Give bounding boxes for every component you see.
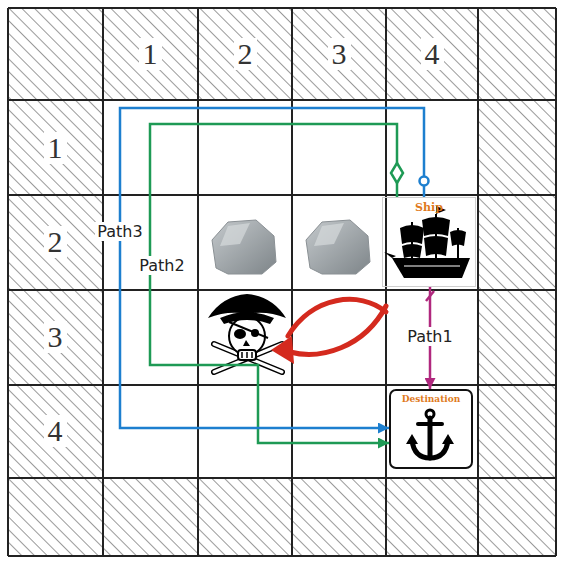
destination-cell: Destination <box>389 389 473 469</box>
cell-title: Ship <box>383 201 475 214</box>
path-diamond <box>391 163 403 183</box>
grid-lines <box>8 8 556 556</box>
row-number: 4 <box>44 415 67 447</box>
pirate-icon <box>208 294 286 372</box>
path-arrow <box>120 108 424 428</box>
path-circle <box>420 177 429 186</box>
ship-cell: Ship <box>382 197 476 287</box>
column-number: 4 <box>421 38 444 70</box>
anchor-icon <box>406 410 454 458</box>
row-number: 2 <box>44 226 67 258</box>
column-number: 2 <box>234 38 257 70</box>
path-arrow <box>150 124 397 443</box>
cell-title: Destination <box>391 394 471 404</box>
column-number: 1 <box>139 38 162 70</box>
row-number: 1 <box>44 132 67 164</box>
warning-arrow <box>271 299 386 364</box>
ship-icon <box>384 206 470 278</box>
column-number: 3 <box>328 38 351 70</box>
row-number: 3 <box>44 321 67 353</box>
path-label: Path3 <box>95 222 144 241</box>
rock-icon <box>306 220 370 274</box>
hatched-border <box>8 8 556 556</box>
rock-icon <box>212 220 276 274</box>
path-label: Path1 <box>405 327 454 346</box>
path-label: Path2 <box>137 256 186 275</box>
path-tick <box>426 291 434 301</box>
